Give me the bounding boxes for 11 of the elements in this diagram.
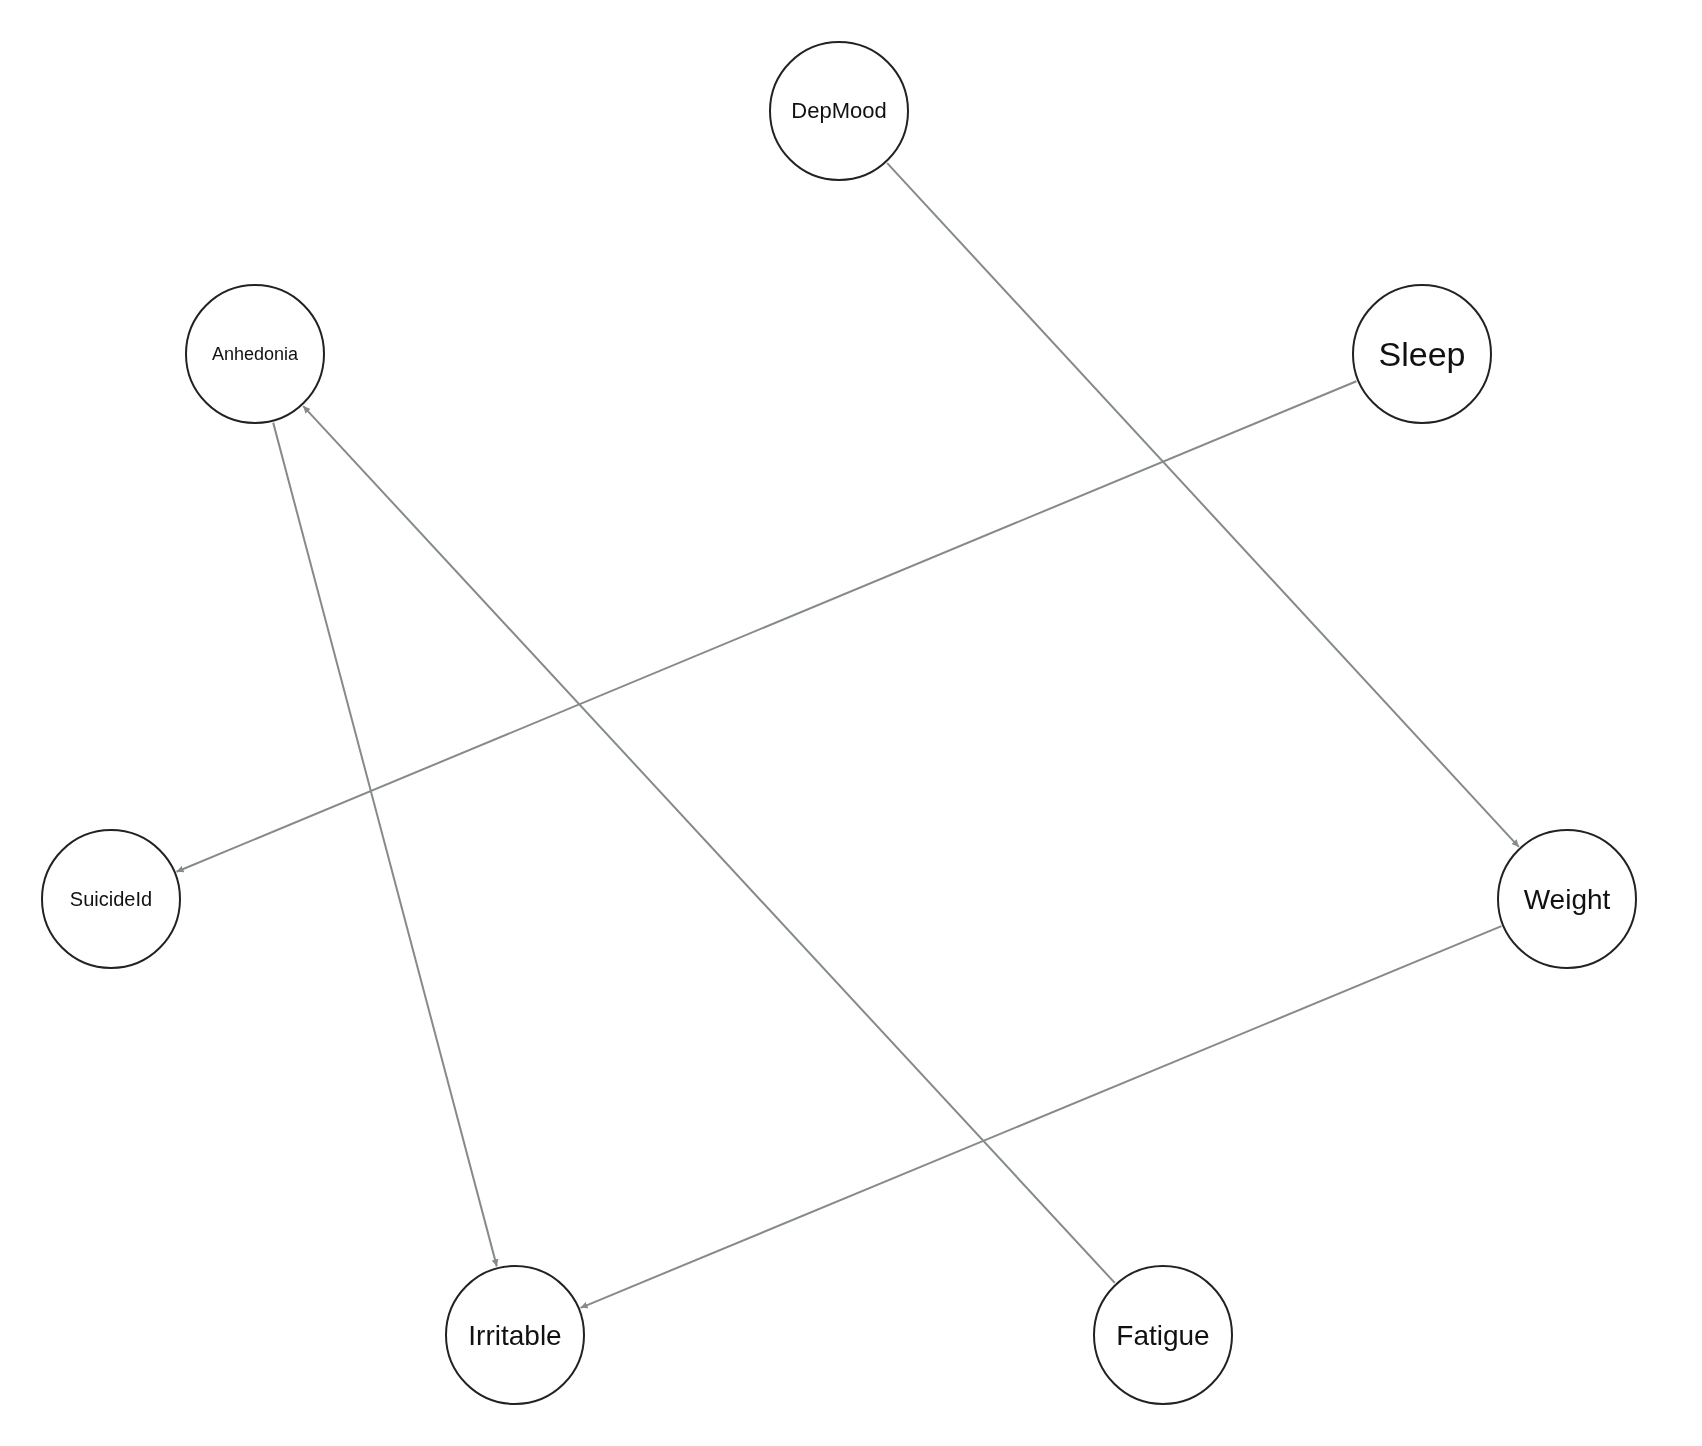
- node-label: SuicideId: [69, 886, 153, 912]
- node-label: Weight: [1523, 882, 1611, 917]
- arrow: [175, 380, 1358, 873]
- arrow: [579, 925, 1503, 1309]
- arrow: [886, 162, 1520, 848]
- node-label: Sleep: [1378, 333, 1466, 375]
- node-label: Irritable: [468, 1318, 562, 1353]
- arrow: [302, 405, 1116, 1284]
- node-label: DepMood: [791, 97, 887, 125]
- node-label: Fatigue: [1116, 1318, 1210, 1353]
- node-label: Anhedonia: [211, 342, 299, 366]
